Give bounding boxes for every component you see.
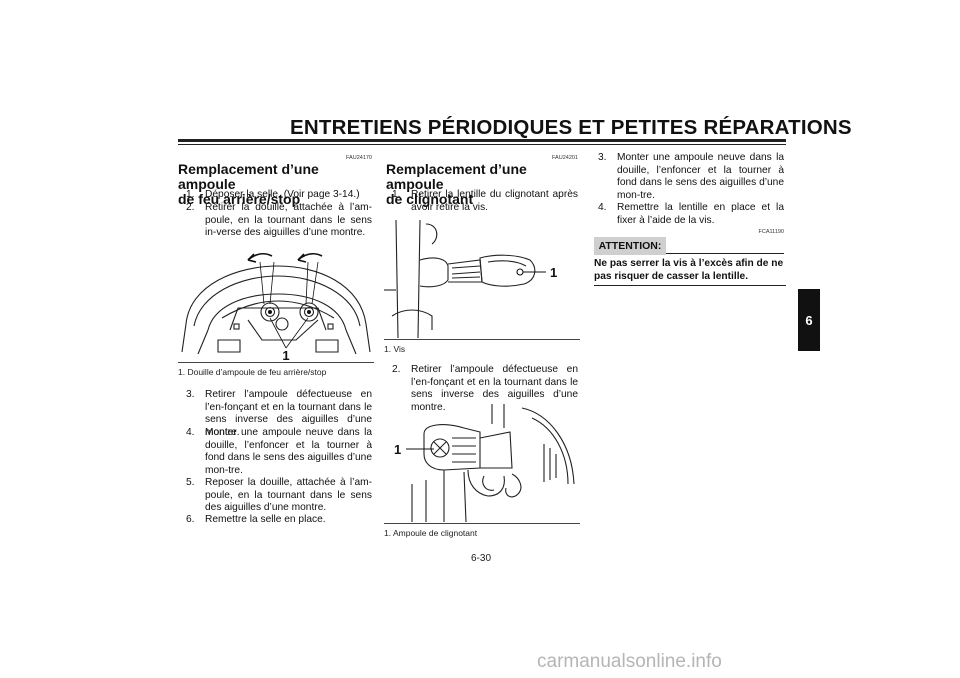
list-item: 3. Monter une ampoule neuve dans la doui… [598,152,784,202]
step-text: Remettre la lentille en place et la fixe… [617,202,784,226]
list-item: 2. Retirer la douille, attachée à l’am-p… [186,202,372,240]
list-item: 6. Remettre la selle en place. [186,514,372,526]
step-number: 2. [392,364,401,375]
section-code: FAU24201 [552,155,578,161]
page-header-title: ENTRETIENS PÉRIODIQUES ET PETITES RÉPARA… [290,116,852,139]
attention-text: Ne pas serrer la vis à l’excès afin de n… [594,258,784,282]
step-text: Retirer la lentille du clignotant après … [411,189,578,213]
header-rule-thin [178,144,786,145]
figure-caption: 1. Douille d’ampoule de feu arrière/stop [178,367,327,377]
step-number: 6. [186,514,195,525]
section-title-line: Remplacement d’une ampoule [178,161,319,192]
step-text: Déposer la selle. (Voir page 3-14.) [205,189,360,200]
step-text: Monter une ampoule neuve dans la douille… [205,427,372,476]
list-item: 5. Reposer la douille, attachée à l’am-p… [186,477,372,515]
attention-badge: ATTENTION: [594,237,666,255]
attention-code: FCA11190 [758,229,784,235]
step-text: Retirer la douille, attachée à l’am-poul… [205,202,372,239]
caption-rule [384,339,580,340]
step-number: 4. [186,427,195,438]
list-item: 1. Déposer la selle. (Voir page 3-14.) [186,189,372,201]
figure-caption: 1. Ampoule de clignotant [384,528,478,538]
step-number: 1. [186,189,195,200]
watermark: carmanualsonline.info [537,651,722,672]
step-number: 3. [186,389,195,400]
section-code: FAU24170 [346,155,372,161]
figure-caption: 1. Vis [384,344,406,354]
step-text: Remettre la selle en place. [205,514,326,525]
step-text: Monter une ampoule neuve dans la douille… [617,152,784,201]
step-number: 4. [598,202,607,213]
list-item: 3. Retirer l’ampoule défectueuse en l’en… [186,389,372,438]
list-item: 2. Retirer l’ampoule défectueuse en l’en… [392,364,578,413]
figure-callout: 1 [550,265,557,280]
step-number: 2. [186,202,195,213]
step-number: 3. [598,152,607,163]
step-text: Reposer la douille, attachée à l’am-poul… [205,477,372,514]
section-title: Remplacement d’une ampoule de feu arrièr… [178,162,378,207]
tail-light-socket-illustration: 1 [181,252,371,362]
turn-signal-screw-illustration: 1 [384,220,557,338]
list-item: 4. Monter une ampoule neuve dans la doui… [186,427,372,477]
step-text: Retirer l’ampoule défectueuse en l’en-fo… [205,389,372,438]
figure-callout: 1 [394,442,401,457]
step-number: 1. [392,189,401,200]
section-title-line: de feu arrière/stop [178,191,301,207]
header-rule [178,139,786,142]
list-item: 4. Remettre la lentille en place et la f… [598,202,784,227]
section-title-line: Remplacement d’une ampoule [386,161,527,192]
caption-rule [178,362,374,363]
page-number: 6-30 [470,553,491,564]
list-item: 1. Retirer la lentille du clignotant apr… [392,189,578,214]
step-text: Retirer l’ampoule défectueuse en l’en-fo… [411,364,578,413]
turn-signal-bulb-illustration: 1 [394,404,575,522]
attention-bottom-rule [594,285,786,286]
figure-callout: 1 [282,348,289,362]
section-title-line: de clignotant [386,191,474,207]
section-title: Remplacement d’une ampoule de clignotant [386,162,586,207]
caption-rule [384,523,580,524]
chapter-tab: 6 [798,289,820,351]
step-number: 5. [186,477,195,488]
attention-rule [666,253,784,254]
